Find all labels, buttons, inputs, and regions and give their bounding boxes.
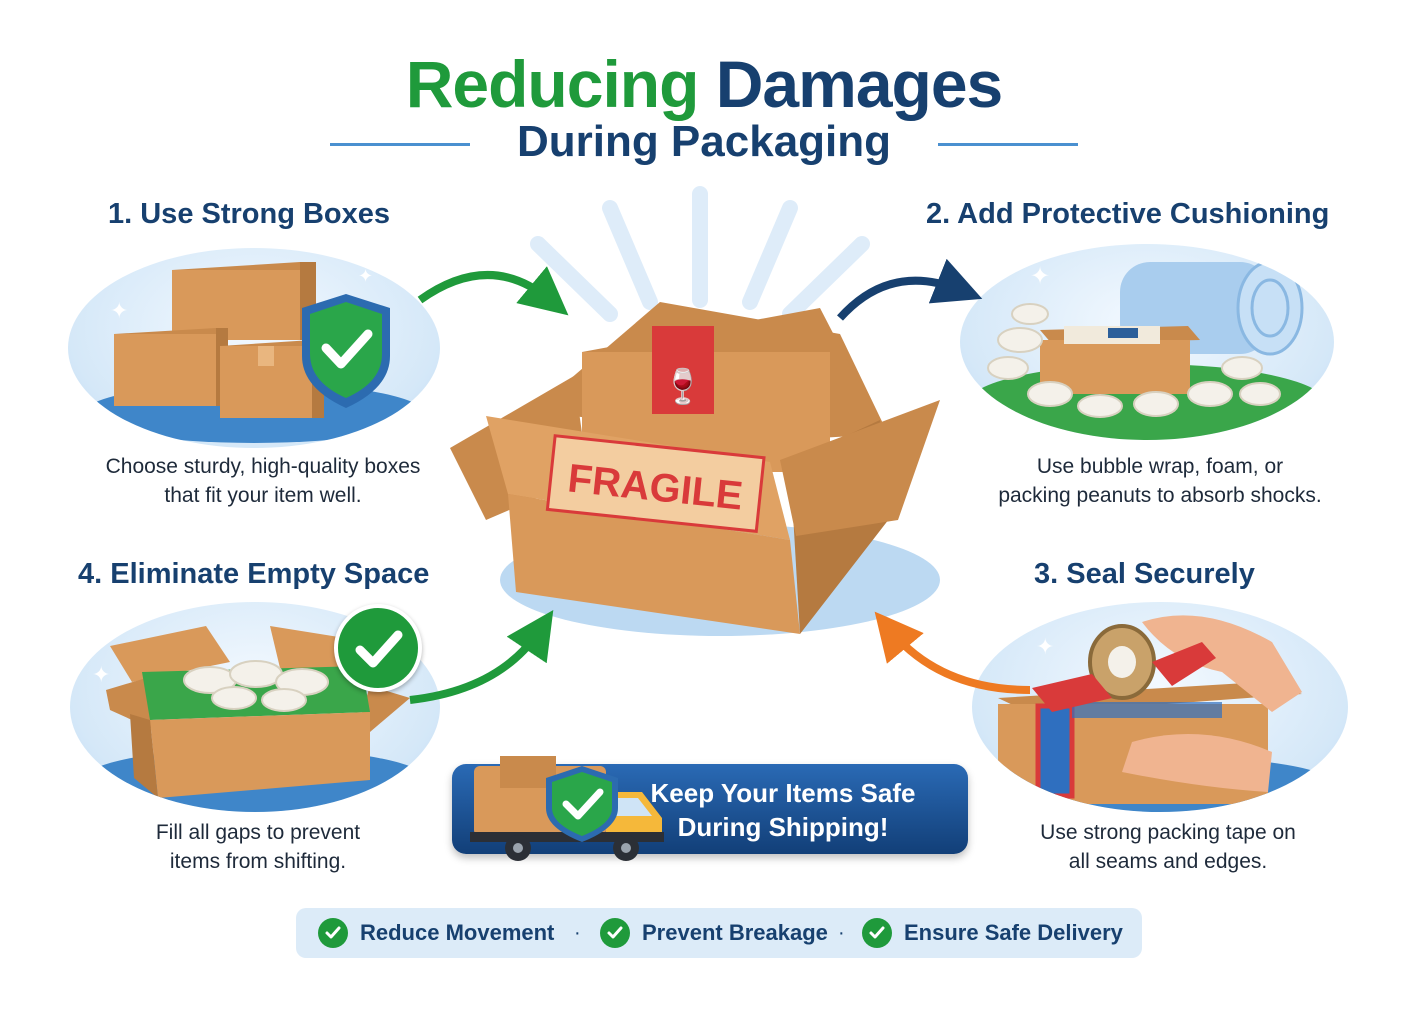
delivery-truck-icon [470,756,664,861]
step-1-description-line-1: Choose sturdy, high-quality boxes [105,455,421,478]
step-4-check-icon [334,604,422,692]
step-4-description-line-1: Fill all gaps to prevent [155,821,361,844]
step-2-description-line-2: packing peanuts to absorb shocks. [998,484,1322,507]
benefit-separator: · [574,922,581,944]
benefit-ensure-safe-delivery: Ensure Safe Delivery [862,908,1123,958]
arrow-step-3-icon [874,611,1031,694]
arrow-step-2-icon [837,258,983,321]
step-1-description-line-2: that fit your item well. [164,484,362,507]
bubble-wrap-peanuts-icon: ✦ [967,260,1327,440]
step-4-description-line-2: items from shifting. [169,850,347,873]
svg-text:🍷: 🍷 [662,367,704,407]
arrow-step-1-icon [417,266,569,316]
benefit-prevent-breakage: Prevent Breakage [600,908,828,958]
step-2-title: 2. Add Protective Cushioning [926,198,1330,230]
step-1-illustration: ✦ ✦ [68,248,440,448]
benefit-reduce-movement: Reduce Movement [318,908,554,958]
step-2-illustration: ✦ [960,244,1334,440]
stacked-boxes-shield-icon: ✦ ✦ [84,262,424,443]
svg-text:✦: ✦ [1036,634,1054,659]
title-rule-right [938,143,1078,146]
check-icon [318,918,348,948]
step-4-title: 4. Eliminate Empty Space [78,558,430,590]
benefit-label-1: Reduce Movement [360,920,555,945]
filled-open-box-icon: ✦ [80,626,430,812]
step-3-title: 3. Seal Securely [1034,558,1255,590]
title-word-reducing: Reducing [405,47,700,121]
svg-text:✦: ✦ [92,662,110,687]
benefits-bar: Reduce Movement · Prevent Breakage · Ens… [296,908,1142,958]
banner-line-1: Keep Your Items Safe [650,778,916,808]
step-2-description: Use bubble wrap, foam, or packing peanut… [960,452,1360,510]
benefit-label-3: Ensure Safe Delivery [904,920,1123,945]
svg-text:✦: ✦ [110,298,128,323]
step-3-description: Use strong packing tape on all seams and… [964,818,1372,876]
step-3-description-line-1: Use strong packing tape on [1040,821,1296,844]
svg-text:✦: ✦ [1030,263,1050,290]
step-3-description-line-2: all seams and edges. [1068,850,1268,873]
step-4-description: Fill all gaps to prevent items from shif… [60,818,456,876]
benefit-separator: · [838,922,845,944]
fragile-box-illustration: 🍷 FRAGILE [450,186,940,636]
banner-line-2: During Shipping! [677,812,889,842]
title-line-2: During Packaging [516,117,892,166]
step-2-description-line-1: Use bubble wrap, foam, or [1036,455,1284,478]
step-3-illustration: ✦ [972,602,1348,812]
step-1-description: Choose sturdy, high-quality boxes that f… [60,452,466,510]
title-line-1: Reducing Damages [0,44,1408,124]
arrow-step-4-icon [409,610,554,704]
check-icon [600,918,630,948]
benefit-label-2: Prevent Breakage [642,920,828,945]
banner-text: Keep Your Items Safe During Shipping! [612,776,954,844]
title-word-damages: Damages [715,47,1003,121]
svg-text:✦: ✦ [358,266,373,286]
check-icon [862,918,892,948]
title-rule-left [330,143,470,146]
step-1-title: 1. Use Strong Boxes [108,198,391,230]
tape-dispenser-icon: ✦ [982,615,1338,812]
